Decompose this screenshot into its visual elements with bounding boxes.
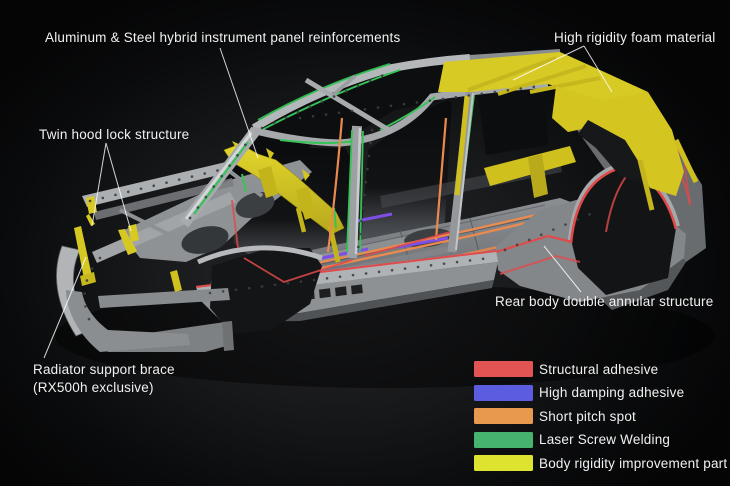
leader-lines [43,45,613,359]
leader-radiator-brace [43,256,87,359]
legend-item-label: Short pitch spot [539,408,637,424]
legend-item-high-damping-adhesive: High damping adhesive [474,384,727,401]
leader-hood-lock-right [105,142,132,232]
legend-item-label: Body rigidity improvement part [539,455,728,471]
legend-item-label: Structural adhesive [539,361,659,377]
leader-rear-body [543,245,582,293]
leader-foam-left [512,45,585,81]
legend-swatch-high-damping-adhesive [474,384,533,401]
legend-item-label: High damping adhesive [539,385,685,400]
front-structure [56,160,323,352]
legend-item-structural-adhesive: Structural adhesive [474,361,727,377]
leader-foam-right [583,45,613,93]
legend-swatch-structural-adhesive [474,361,533,377]
callout-rear-body: Rear body double annular structure [495,294,714,309]
callout-radiator-brace-line1: Radiator support brace [33,362,175,377]
leader-instrument-panel [219,47,259,159]
callout-instrument-panel: Aluminum & Steel hybrid instrument panel… [45,30,401,45]
legend-swatch-laser-screw-welding [474,431,533,448]
callout-radiator-brace-line2: (RX500h exclusive) [33,380,154,395]
legend-item-laser-screw-welding: Laser Screw Welding [474,431,727,448]
radiator-support-brace [74,226,182,292]
rivet-texture [83,72,602,328]
legend-item-body-rigidity-improvement: Body rigidity improvement part [474,455,727,471]
legend: Structural adhesive High damping adhesiv… [474,361,727,471]
callout-foam-material: High rigidity foam material [554,30,716,45]
legend-item-short-pitch-spot: Short pitch spot [474,408,727,424]
legend-swatch-body-rigidity-improvement [474,455,533,471]
callout-radiator-brace: Radiator support brace (RX500h exclusive… [33,361,175,397]
high-rigidity-foam-parts [438,52,699,211]
legend-swatch-short-pitch-spot [474,408,533,424]
leader-hood-lock-left [91,142,107,227]
legend-item-label: Laser Screw Welding [539,432,671,447]
callout-hood-lock: Twin hood lock structure [39,127,190,142]
